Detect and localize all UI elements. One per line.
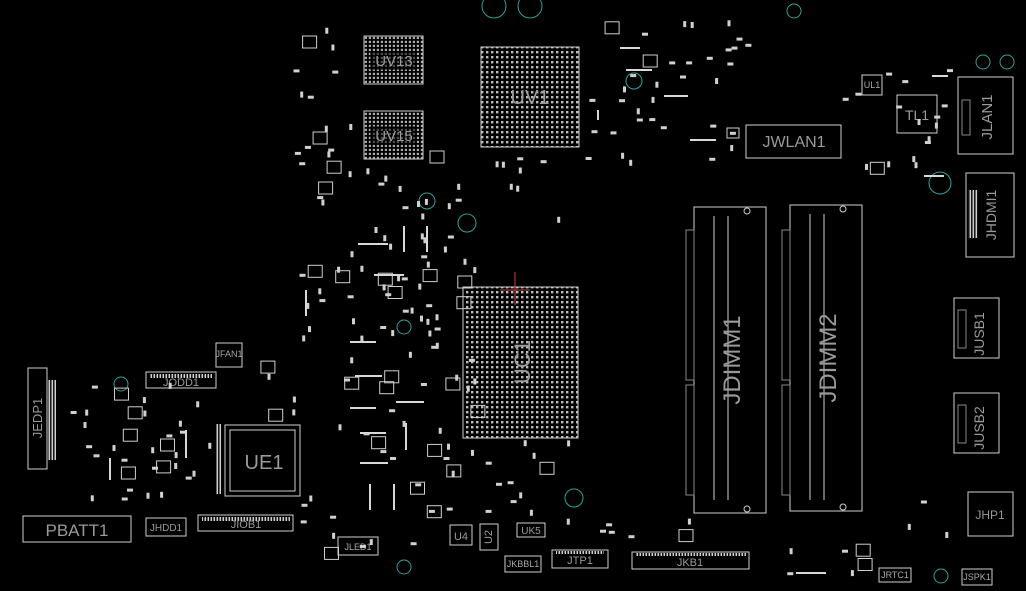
jiob1-label: JIOB1 [231,519,262,531]
transformer-tl1[interactable]: TL1 [896,94,938,134]
jdimm2-label: JDIMM2 [815,313,842,402]
uc1-label: UC1 [510,340,535,384]
jhp1-label: JHP1 [975,508,1005,522]
pbatt1-label: PBATT1 [46,521,109,540]
ue1-label: UE1 [245,452,284,474]
ul1-label: UL1 [864,80,881,90]
uv1-label: UV1 [511,87,550,109]
jusb1-label: JUSB1 [971,312,987,356]
connector-jrtc1[interactable]: JRTC1 [878,567,912,583]
uv15-label: UV15 [375,128,413,145]
jkbbl1-label: JKBBL1 [507,559,540,569]
connector-jwlan1[interactable]: JWLAN1 [726,124,842,159]
jhdd1-label: JHDD1 [150,523,183,534]
u4-label: U4 [454,531,468,543]
jdimm1-label: JDIMM1 [719,315,746,404]
connector-jusb2[interactable]: JUSB2 [953,392,1000,454]
jedp1-label: JEDP1 [30,398,45,438]
connector-pbatt1[interactable]: PBATT1 [22,515,132,543]
connector-jusb1[interactable]: JUSB1 [953,297,1000,359]
jtp1-label: JTP1 [567,555,593,567]
chip-ul1[interactable]: UL1 [861,74,883,96]
chip-uv1[interactable]: UV1 [480,46,580,148]
jled1-label: JLED1 [344,542,371,552]
slot-jdimm1[interactable]: JDIMM1 [685,206,767,514]
jspk1-label: JSPK1 [963,572,991,582]
mounting-holes [113,0,1015,584]
chip-u4[interactable]: U4 [449,524,473,546]
connector-jlan1[interactable]: JLAN1 [957,76,1014,155]
connector-jedp1[interactable]: JEDP1 [27,367,56,470]
jodd1-label: JODD1 [163,377,199,389]
jlan1-label: JLAN1 [979,94,996,139]
connector-jhp1[interactable]: JHP1 [967,491,1014,537]
connector-jfan1[interactable]: JFAN1 [215,342,243,368]
chip-uv15[interactable]: UV15 [363,110,424,160]
chip-u2[interactable]: U2 [479,523,499,551]
connector-jhdd1[interactable]: JHDD1 [145,517,187,537]
slot-jdimm2[interactable]: JDIMM2 [781,204,863,512]
jwlan1-label: JWLAN1 [762,134,825,151]
small-components [70,20,953,577]
chip-uv13[interactable]: UV13 [363,35,424,85]
uk5-label: UK5 [521,526,541,537]
connector-jtp1[interactable]: JTP1 [551,549,609,569]
connector-jled1[interactable]: JLED1 [337,536,379,556]
u2-label: U2 [483,530,495,544]
jkb1-label: JKB1 [677,557,703,569]
connector-jiob1[interactable]: JIOB1 [197,514,294,532]
jfan1-label: JFAN1 [215,349,242,359]
connector-jkbbl1[interactable]: JKBBL1 [504,555,542,573]
connector-jspk1[interactable]: JSPK1 [961,568,993,586]
uv13-label: UV13 [375,53,413,70]
chip-uc1[interactable]: UC1 [462,272,579,439]
connector-jhdmi1[interactable]: JHDMI1 [965,172,1015,258]
jusb2-label: JUSB2 [971,406,987,450]
connector-jkb1[interactable]: JKB1 [631,551,750,570]
chip-ue1[interactable]: UE1 [216,424,301,497]
connector-jodd1[interactable]: JODD1 [145,371,217,389]
jhdmi1-label: JHDMI1 [983,190,999,241]
tl1-label: TL1 [905,107,929,123]
jrtc1-label: JRTC1 [881,570,909,580]
chip-uk5[interactable]: UK5 [516,522,546,538]
